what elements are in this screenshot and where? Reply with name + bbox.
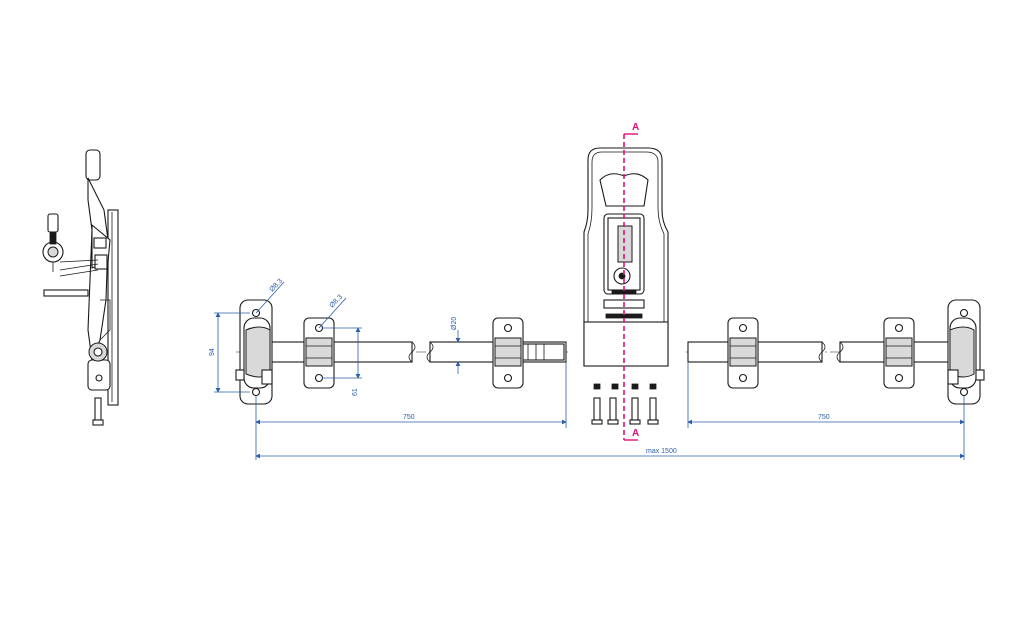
dim-total-length-label: max 1500 [646, 448, 677, 455]
right-rod-keeper [947, 299, 985, 405]
dim-guide-hole-spacing-label: 61 [352, 388, 359, 396]
right-rod-guide-1 [727, 317, 759, 389]
handle-mounting-bolts [591, 383, 659, 425]
left-rod-keeper [235, 299, 273, 405]
dim-guide-hole-spacing: 61 [322, 327, 362, 396]
side-view-lock [43, 149, 119, 406]
left-rod [261, 341, 567, 363]
dim-total-length: max 1500 [255, 448, 965, 459]
section-mark-bottom: A [632, 428, 639, 439]
dim-rod-length-left-label: 750 [403, 414, 415, 421]
dim-rod-dia-label: Ø20 [451, 317, 458, 330]
left-rod-guide-1 [303, 317, 335, 389]
dim-rod-length-right-label: 750 [818, 414, 830, 421]
section-mark-top: A [632, 122, 639, 133]
side-view-key-icon [42, 213, 64, 272]
dim-rod-length-right: 750 [687, 362, 965, 460]
dim-rod-dia: Ø20 [451, 317, 461, 374]
side-view-bolt [92, 397, 104, 426]
dim-hole-dia-guide-label: Ø8.3 [328, 294, 344, 310]
dim-bracket-height-label: 94 [209, 348, 216, 356]
handle-front-view [583, 147, 669, 367]
left-rod-guide-2 [492, 317, 524, 389]
right-rod-guide-2 [883, 317, 915, 389]
dim-bracket-height: 94 [209, 312, 250, 393]
dim-rod-length-left: 750 [255, 362, 567, 460]
section-line-a-a: A A [623, 122, 639, 441]
